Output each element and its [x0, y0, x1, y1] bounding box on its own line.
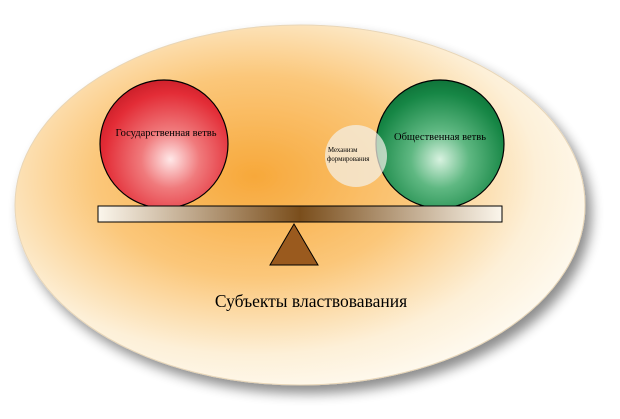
balance-beam [97, 205, 503, 223]
fulcrum [269, 223, 319, 266]
background-ellipse [14, 24, 586, 386]
left-ball [99, 79, 229, 209]
diagram-title: Субъекты властвовавания [215, 291, 407, 311]
right-ball-label: Общественная ветвь [394, 132, 486, 143]
mechanism-circle [325, 125, 387, 187]
right-ball [375, 79, 505, 209]
mechanism-label-line1: Механизм [328, 147, 358, 154]
mechanism-label-line2: формирования [327, 156, 369, 163]
left-ball-label: Государственная ветвь [115, 128, 216, 139]
